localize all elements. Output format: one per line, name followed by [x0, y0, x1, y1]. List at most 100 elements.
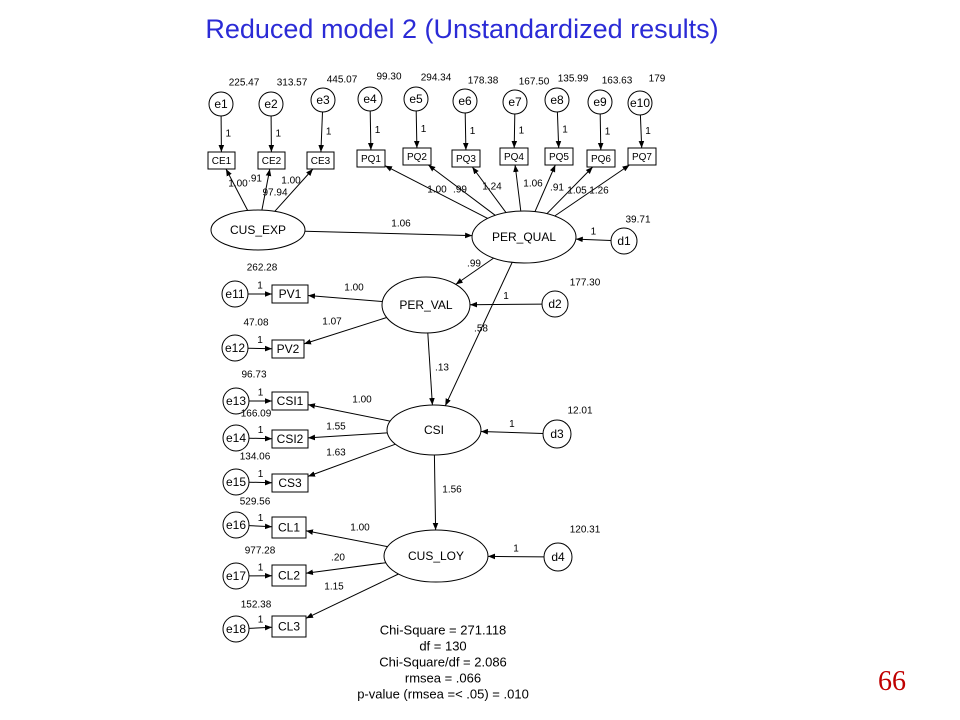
error-e1: [208, 91, 234, 117]
error-path-e18: [248, 624, 273, 631]
loading-per-qual-pq1: [384, 165, 488, 219]
error-label-e16: e16: [226, 518, 246, 532]
error-path-e7: [511, 113, 518, 149]
latent-cus-exp: [210, 209, 306, 251]
variance-e11: 262.28: [247, 263, 278, 274]
error-label-e18: e18: [226, 622, 246, 636]
error-weight-e6: 1: [470, 126, 476, 137]
loading-csi-csi1: [307, 403, 391, 422]
error-path-e8: [555, 111, 562, 149]
variance-e12: 47.08: [243, 318, 268, 329]
variance-e4: 99.30: [376, 72, 401, 83]
error-path-e10: [638, 114, 645, 149]
path-label-cus-exp-per-qual: 1.06: [391, 219, 411, 230]
error-label-d1: d1: [617, 234, 631, 248]
loading-label-pq7: 1.26: [589, 186, 609, 197]
observed-label-csi1: CSI1: [277, 394, 304, 408]
observed-label-csi2: CSI2: [277, 432, 304, 446]
variance-d4: 120.31: [570, 525, 601, 536]
loading-cus-exp-ce2: [261, 168, 272, 211]
observed-label-ce2: CE2: [262, 156, 282, 167]
variance-e6: 178.38: [468, 76, 499, 87]
error-weight-e3: 1: [326, 127, 332, 138]
path-per-qual-to-csi: [444, 262, 513, 406]
observed-pq3: [451, 149, 481, 168]
loading-csi-cs3: [307, 443, 396, 477]
error-label-e14: e14: [226, 431, 246, 445]
loading-per-qual-pq5: [534, 164, 556, 212]
observed-ce3: [306, 151, 335, 170]
error-label-e7: e7: [508, 95, 522, 109]
loading-label-cl1: 1.00: [350, 523, 370, 534]
error-e7: [502, 89, 528, 115]
error-label-e2: e2: [264, 97, 278, 111]
latent-label-cus-loy: CUS_LOY: [408, 549, 464, 563]
error-e10: [627, 90, 653, 116]
loading-cus-loy-cl1: [305, 529, 388, 548]
observed-label-pq4: PQ4: [504, 152, 524, 163]
error-e16: [222, 511, 250, 539]
fit-stat-2: Chi-Square/df = 2.086: [379, 654, 507, 669]
loading-cus-exp-ce1: [225, 168, 249, 211]
error-path-d3: [480, 428, 544, 435]
variance-e16: 529.56: [240, 497, 271, 508]
error-d2: [541, 290, 569, 318]
error-label-e6: e6: [458, 94, 472, 108]
variance-e3: 445.07: [327, 75, 358, 86]
error-label-e5: e5: [409, 92, 423, 106]
error-weight-e14: 1: [258, 425, 264, 436]
observed-label-pq3: PQ3: [456, 154, 476, 165]
observed-pq2: [402, 147, 432, 166]
observed-cl2: [271, 564, 307, 587]
variance-e13: 96.73: [241, 370, 266, 381]
error-e12: [221, 334, 249, 362]
variance-d1: 39.71: [625, 215, 650, 226]
variance-d3: 12.01: [567, 406, 592, 417]
extra-label-0: 97.94: [262, 188, 287, 199]
observed-label-pq1: PQ1: [361, 154, 381, 165]
error-weight-e10: 1: [645, 126, 651, 137]
error-label-e12: e12: [225, 341, 245, 355]
error-weight-e9: 1: [605, 127, 611, 138]
observed-pq4: [499, 147, 529, 166]
error-weight-e5: 1: [421, 124, 427, 135]
loading-per-qual-pq7: [554, 164, 630, 217]
observed-csi1: [271, 391, 309, 411]
variance-e1: 225.47: [229, 78, 260, 89]
error-e11: [221, 280, 249, 308]
variance-e14: 166.09: [241, 409, 272, 420]
error-e6: [452, 88, 478, 114]
error-e14: [222, 424, 250, 452]
error-path-d4: [487, 553, 545, 560]
error-weight-d3: 1: [509, 419, 515, 430]
path-csi-to-cus-loy: [432, 454, 439, 531]
loading-label-csi1: 1.00: [352, 395, 372, 406]
fit-stat-3: rmsea = .066: [405, 670, 481, 685]
error-e18: [222, 615, 250, 643]
latent-per-val: [381, 276, 471, 334]
observed-label-ce1: CE1: [212, 156, 232, 167]
error-weight-e17: 1: [258, 562, 264, 573]
variance-e17: 977.28: [245, 546, 276, 557]
observed-pq1: [356, 149, 386, 168]
page-number: 66: [878, 666, 906, 697]
error-path-e15: [248, 479, 273, 486]
error-path-e4: [367, 110, 374, 151]
loading-label-pq2: .99: [453, 185, 467, 196]
error-path-e9: [597, 113, 604, 151]
loading-per-qual-pq2: [427, 164, 496, 216]
error-weight-e12: 1: [257, 335, 263, 346]
observed-label-cl1: CL1: [278, 521, 300, 535]
variance-e2: 313.57: [277, 78, 308, 89]
error-label-e17: e17: [226, 569, 246, 583]
error-weight-e8: 1: [562, 125, 568, 136]
error-e3: [310, 87, 336, 113]
loading-per-qual-pq4: [513, 164, 522, 212]
error-e17: [222, 562, 250, 590]
observed-pq7: [627, 147, 657, 166]
fit-stat-4: p-value (rmsea =< .05) = .010: [357, 686, 529, 701]
path-per-val-to-csi: [427, 332, 435, 406]
observed-cl1: [271, 516, 307, 539]
error-e5: [403, 86, 429, 112]
